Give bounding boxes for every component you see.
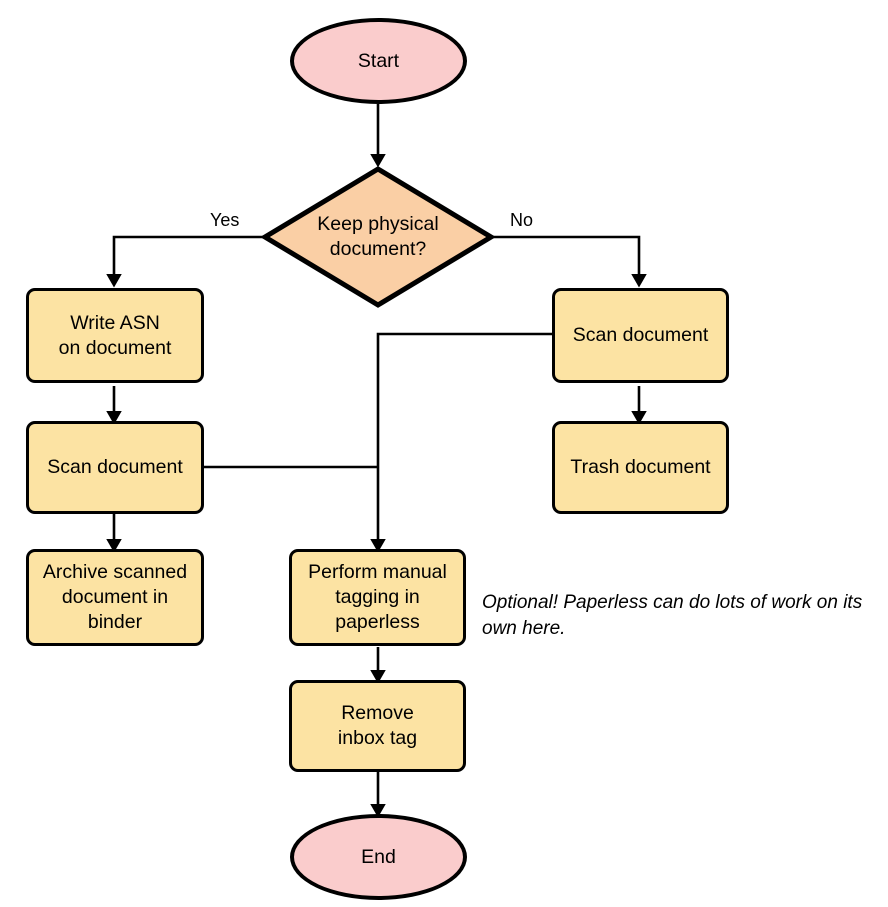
diamond-shape [262, 166, 494, 308]
node-start[interactable]: Start [290, 18, 467, 104]
node-end[interactable]: End [290, 814, 467, 900]
node-trash-document-label: Trash document [570, 456, 711, 479]
edge-decision-to-scan-right [491, 235, 647, 288]
edge-label-no: No [510, 210, 534, 230]
node-decision-label: Keep physical document? [317, 213, 439, 260]
node-scan-document-right[interactable]: Scan document [552, 288, 729, 383]
edge-decision-to-write-asn [106, 235, 265, 288]
node-keep-physical-document[interactable]: Keep physical document? [262, 166, 494, 308]
node-perform-manual-tagging[interactable]: Perform manual tagging in paperless [289, 549, 466, 646]
node-scan-document-left-label: Scan document [47, 456, 183, 479]
node-archive-scanned-document-label: Archive scanned document in binder [42, 561, 188, 633]
node-end-label: End [361, 845, 396, 868]
node-scan-document-right-label: Scan document [572, 324, 709, 347]
node-write-asn-label: Write ASN on document [58, 311, 172, 359]
node-trash-document[interactable]: Trash document [552, 421, 729, 514]
node-start-label: Start [357, 49, 400, 72]
node-scan-document-left[interactable]: Scan document [26, 421, 204, 514]
node-remove-inbox-tag-label: Remove inbox tag [337, 702, 418, 749]
edge-scan-right-to-manual-tag [370, 332, 552, 553]
node-remove-inbox-tag[interactable]: Remove inbox tag [289, 680, 466, 772]
node-archive-scanned-document[interactable]: Archive scanned document in binder [26, 549, 204, 646]
annotation-optional-note: Optional! Paperless can do lots of work … [482, 592, 863, 640]
node-perform-manual-tagging-label: Perform manual tagging in paperless [308, 561, 447, 633]
node-write-asn[interactable]: Write ASN on document [26, 288, 204, 383]
edge-label-yes: Yes [210, 210, 240, 230]
